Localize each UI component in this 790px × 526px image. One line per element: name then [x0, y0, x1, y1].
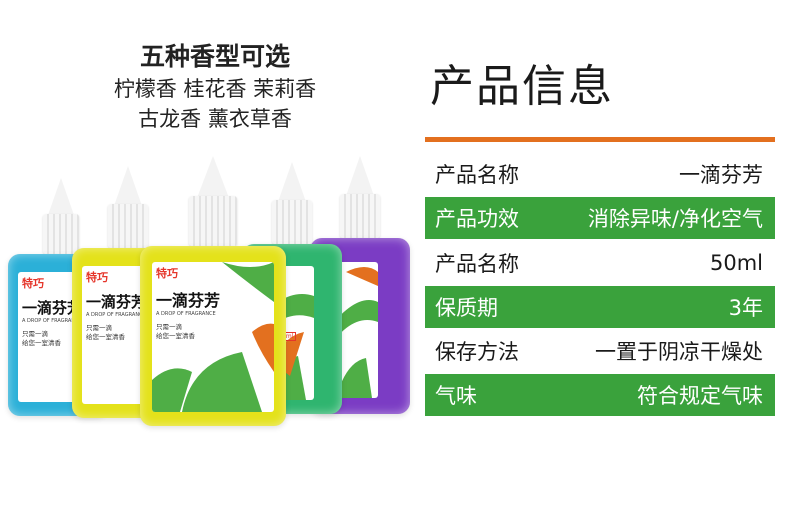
- brand-logo: 特巧: [86, 271, 108, 284]
- product-image: NET: 50ml 特巧 一滴芬芳 A DROP OF FRAGRANCE 只需…: [0, 150, 430, 526]
- product-desc-1: 只需一滴: [22, 330, 48, 338]
- table-row: 产品名称 一滴芬芳: [425, 153, 775, 195]
- headline-line-1: 五种香型可选: [139, 42, 290, 71]
- table-row: 保质期 3年: [425, 285, 775, 328]
- bottle-yellow-front: 特巧 一滴芬芳 A DROP OF FRAGRANCE 只需一滴 给您一室清香: [138, 150, 288, 440]
- row-value: 符合规定气味: [637, 384, 763, 409]
- table-row: 保存方法 一置于阴凉干燥处: [425, 330, 775, 373]
- row-value: 一置于阴凉干燥处: [595, 340, 763, 365]
- product-desc-1: 只需一滴: [86, 324, 112, 332]
- leaf-graphic: [326, 267, 378, 398]
- row-label: 保存方法: [435, 340, 519, 365]
- row-value: 消除异味/净化空气: [587, 207, 763, 232]
- row-label: 产品功效: [435, 207, 519, 232]
- row-label: 产品名称: [435, 251, 519, 276]
- product-desc-2: 给您一室清香: [156, 332, 195, 340]
- product-name: 一滴芬芳: [22, 299, 83, 317]
- row-label: 产品名称: [435, 163, 519, 187]
- headline: 五种香型可选 柠檬香 桂花香 茉莉香 古龙香 薰衣草香: [40, 40, 390, 134]
- product-name: 一滴芬芳: [86, 293, 147, 311]
- row-value: 50ml: [709, 250, 763, 275]
- table-row: 产品功效 消除异味/净化空气: [425, 197, 775, 240]
- leaf-graphic: [152, 262, 274, 412]
- page-title: 产品信息: [430, 61, 614, 112]
- table-row: 气味 符合规定气味: [425, 374, 775, 417]
- product-subtitle: A DROP OF FRAGRANCE: [156, 311, 216, 317]
- product-info-table: 产品名称 一滴芬芳 产品功效 消除异味/净化空气 产品名称 50ml 保质期 3…: [425, 153, 775, 419]
- product-subtitle: A DROP OF FRAGRANCE: [22, 318, 82, 324]
- product-subtitle: A DROP OF FRAGRANCE: [86, 312, 146, 318]
- headline-line-2: 柠檬香 桂花香 茉莉香: [113, 77, 317, 101]
- row-value: 一滴芬芳: [679, 163, 763, 187]
- row-label: 气味: [435, 384, 477, 409]
- product-name: 一滴芬芳: [156, 291, 221, 310]
- table-row: 产品名称 50ml: [425, 241, 775, 284]
- product-desc-2: 给您一室清香: [22, 339, 61, 347]
- brand-logo: 特巧: [156, 267, 178, 280]
- product-desc-2: 给您一室清香: [86, 333, 125, 341]
- product-desc-1: 只需一滴: [156, 323, 182, 331]
- row-value: 3年: [728, 295, 763, 320]
- headline-line-3: 古龙香 薰衣草香: [138, 107, 292, 131]
- row-label: 保质期: [435, 295, 498, 320]
- brand-logo: 特巧: [22, 277, 44, 290]
- title-divider: [425, 137, 775, 142]
